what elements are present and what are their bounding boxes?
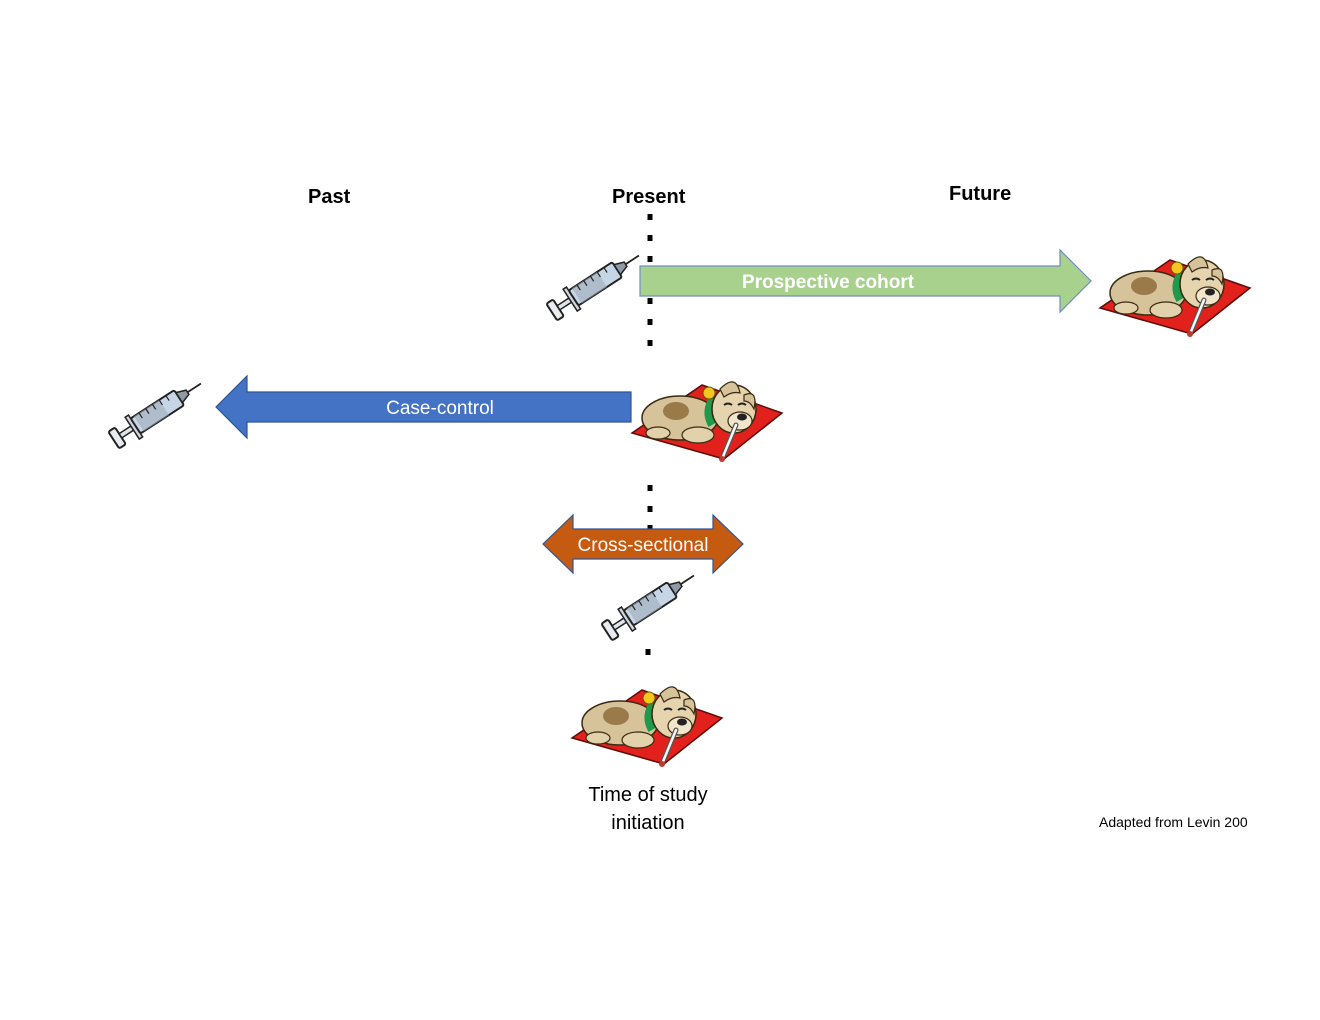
sick-dog-icon bbox=[1100, 257, 1250, 337]
cross-sectional-arrow: Cross-sectional bbox=[542, 513, 744, 575]
case-control-arrow: Case-control bbox=[215, 374, 632, 440]
sick-dog-icon bbox=[572, 687, 722, 767]
prospective-cohort-label: Prospective cohort bbox=[742, 272, 915, 293]
cross-sectional-label: Cross-sectional bbox=[578, 535, 709, 556]
case-control-label: Case-control bbox=[386, 398, 494, 419]
syringe-icon bbox=[598, 563, 703, 645]
sick-dog-icon bbox=[632, 382, 782, 462]
future-label: Future bbox=[949, 183, 1012, 205]
study-initiation-label: Time of study initiation bbox=[588, 784, 708, 834]
present-label: Present bbox=[612, 186, 686, 208]
credit-note: Adapted from Levin 200 bbox=[1099, 814, 1248, 830]
syringe-icon bbox=[543, 243, 648, 325]
prospective-cohort-arrow: Prospective cohort bbox=[639, 248, 1092, 314]
past-label: Past bbox=[308, 186, 351, 208]
syringe-icon bbox=[105, 371, 210, 453]
